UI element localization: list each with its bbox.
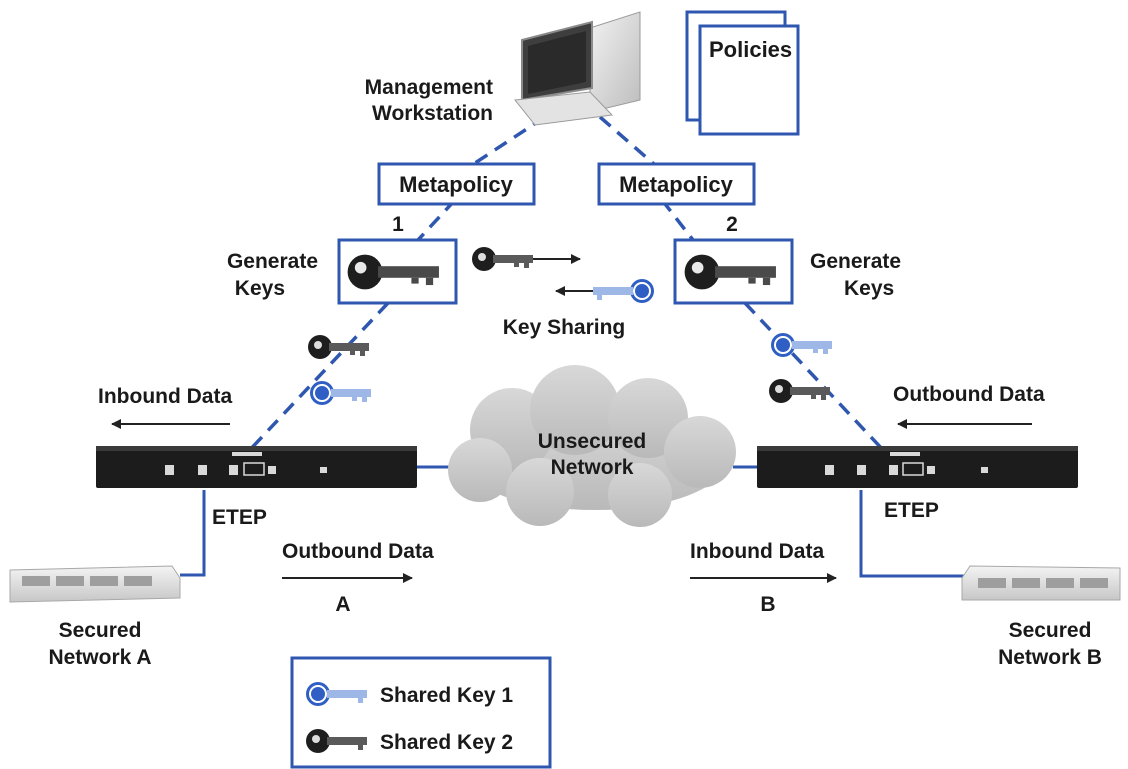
shared-key-2-icon [472,247,533,271]
etep-right-data-label: Outbound Data [893,383,1045,406]
legend: Shared Key 1 Shared Key 2 [290,656,552,769]
metapolicy-left-number: 1 [392,213,404,236]
key-icon [347,254,439,290]
cloud-label-line1: Unsecured [538,430,647,453]
cloud-label-line2: Network [551,456,634,479]
shared-key-1-icon [770,332,833,358]
network-b-line2: Network B [998,646,1102,669]
generate-keys-left-box[interactable] [337,238,458,305]
management-workstation[interactable] [514,11,641,126]
shared-key-1-icon [309,380,372,406]
metapolicy-left-box[interactable]: Metapolicy [377,162,536,206]
key-icon [684,254,776,290]
port-icons [825,452,988,476]
generate-left-line2: Keys [235,277,285,300]
etep-device-right[interactable] [757,446,1078,488]
dashed-links [243,115,887,457]
switch-ports-icon [22,576,152,586]
unsecured-network-cloud[interactable]: Unsecured Network [448,365,736,527]
shared-key-2-icon [306,729,367,753]
network-a-line1: Secured [59,619,142,642]
metapolicy-left-label: Metapolicy [399,172,513,197]
key-sharing-arrow-left [555,279,654,303]
key-sharing-label: Key Sharing [503,316,626,339]
shared-key-1-icon [306,682,367,706]
secured-network-b-switch[interactable] [961,565,1121,601]
key-sharing-arrow-right [472,247,581,271]
port-icons [165,452,327,476]
legend-key1-label: Shared Key 1 [380,684,513,707]
metapolicy-right-label: Metapolicy [619,172,733,197]
metapolicy-right-box[interactable]: Metapolicy [597,162,756,206]
generate-left-line1: Generate [227,250,318,273]
network-b-line1: Secured [1009,619,1092,642]
legend-key2-label: Shared Key 2 [380,731,513,754]
secured-network-a-switch[interactable] [9,565,181,603]
flow-b-label: Inbound Data [690,540,824,563]
etep-left-data-label: Inbound Data [98,385,232,408]
flow-b-letter: B [760,593,775,616]
etep-device-left[interactable] [96,446,417,488]
flow-a-letter: A [335,593,350,616]
policies-label: Policies [709,37,792,62]
shared-key-1-icon [593,279,654,303]
workstation-label-line1: Management [365,76,493,99]
computer-tower-icon [589,11,641,113]
generate-keys-right-box[interactable] [673,238,794,305]
keyboard-icon [514,91,614,126]
policies-document[interactable]: Policies [685,10,800,136]
generate-right-line1: Generate [810,250,901,273]
etep-right-label: ETEP [884,499,939,522]
workstation-label-line2: Workstation [372,102,493,125]
generate-right-line2: Keys [844,277,894,300]
flow-a-label: Outbound Data [282,540,434,563]
network-a-line2: Network A [48,646,151,669]
metapolicy-right-number: 2 [726,213,738,236]
etep-left-label: ETEP [212,506,267,529]
shared-key-2-icon [769,379,830,403]
switch-ports-icon [978,578,1108,588]
